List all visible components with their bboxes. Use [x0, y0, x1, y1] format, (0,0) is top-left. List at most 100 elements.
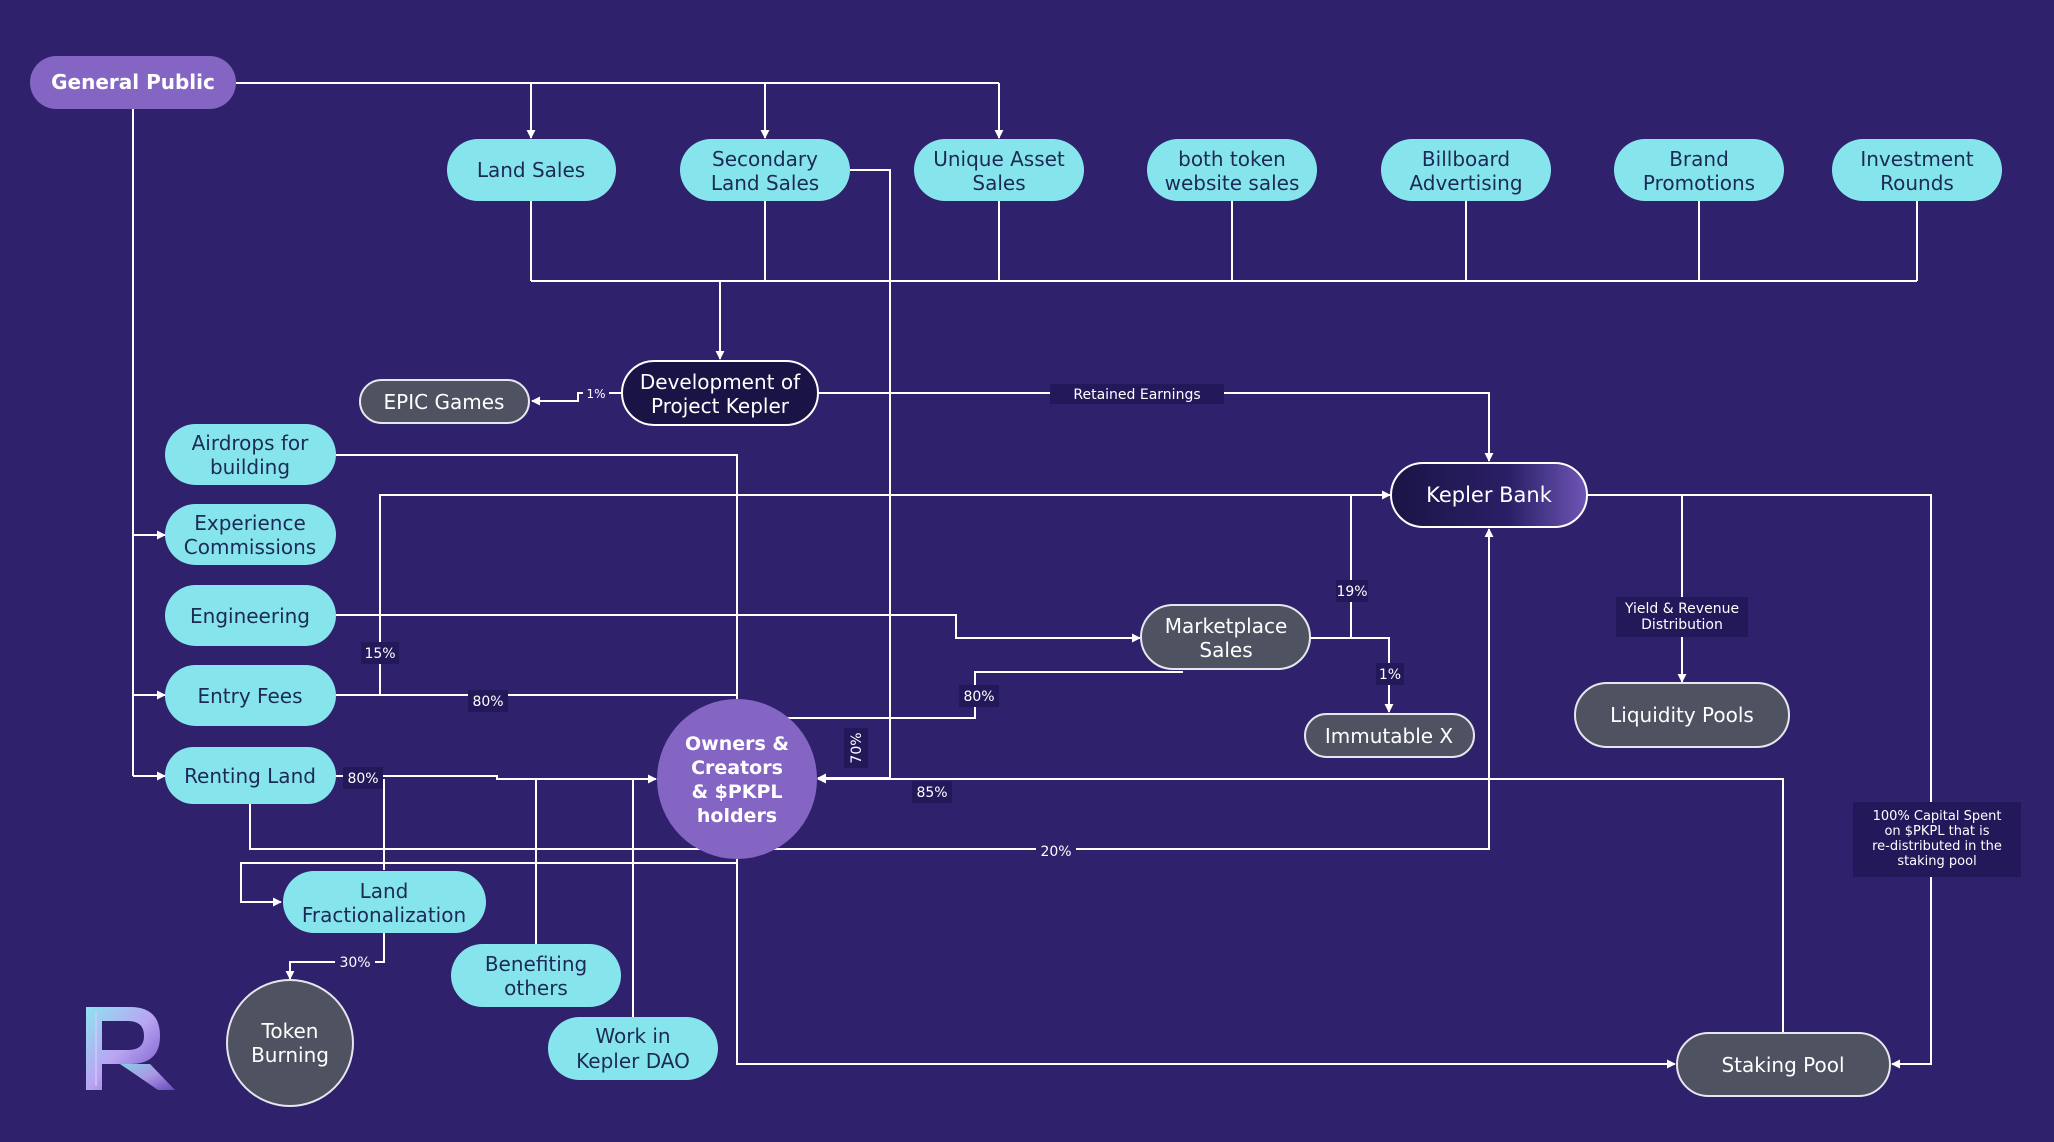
node-land-fractionalization[interactable]: Land Fractionalization [283, 871, 486, 933]
label-yield-revenue: Yield & Revenue Distribution [1616, 597, 1748, 637]
epic-pct-text: 1% [586, 387, 605, 401]
edge-marketplace-bank [1310, 495, 1352, 639]
label-burning-30: 30% [335, 951, 375, 973]
nodes: General Public Land Sales Secondary Land… [30, 56, 2002, 1107]
engineering-label: Engineering [190, 604, 310, 628]
yield-revenue-line-1: Yield & Revenue [1624, 601, 1739, 617]
edge-staking-owners [817, 774, 1784, 1033]
token-burning-line-2: Burning [251, 1043, 329, 1067]
brand-promotions-line-2: Promotions [1643, 171, 1755, 195]
secondary-70-text: 70% [849, 732, 865, 763]
edge-owners-staking [736, 849, 1676, 1069]
capital-spent-line-4: staking pool [1897, 854, 1976, 869]
node-billboard-advertising[interactable]: Billboard Advertising [1381, 139, 1551, 201]
node-owners-creators[interactable]: Owners & Creators & $PKPL holders [657, 699, 817, 859]
node-renting-land[interactable]: Renting Land [165, 747, 336, 804]
pr-logo [86, 1007, 175, 1090]
investment-rounds-line-2: Rounds [1880, 171, 1954, 195]
renting-20-text: 20% [1040, 844, 1071, 860]
edge-engineering-marketplace [336, 614, 1141, 643]
experience-commissions-line-2: Commissions [184, 535, 316, 559]
entry-15-text: 15% [364, 646, 395, 662]
token-website-sales-line-1: both token [1178, 147, 1286, 171]
label-market-80: 80% [959, 685, 999, 707]
node-benefiting-others[interactable]: Benefiting others [451, 944, 621, 1007]
node-airdrops-building[interactable]: Airdrops for building [165, 424, 336, 485]
edge-labels: 1% Retained Earnings 19% Yield & Revenue… [335, 384, 2021, 973]
node-engineering[interactable]: Engineering [165, 585, 336, 646]
benefiting-others-line-2: others [504, 976, 568, 1000]
edge-secondary-owners [817, 169, 891, 783]
owners-creators-line-3: & $PKPL [691, 781, 782, 803]
node-secondary-land-sales[interactable]: Secondary Land Sales [680, 139, 850, 201]
node-development-kepler[interactable]: Development of Project Kepler [621, 360, 819, 426]
edge-bank-liquidity [1587, 494, 1687, 683]
node-entry-fees[interactable]: Entry Fees [165, 665, 336, 726]
capital-spent-line-3: re-distributed in the [1872, 839, 2002, 854]
token-website-sales-line-2: website sales [1165, 171, 1300, 195]
capital-spent-line-2: on $PKPL that is [1884, 824, 1989, 839]
brand-promotions-line-1: Brand [1669, 147, 1729, 171]
node-unique-asset-sales[interactable]: Unique Asset Sales [914, 139, 1084, 201]
liquidity-pools-label: Liquidity Pools [1610, 703, 1754, 727]
label-staking-85: 85% [912, 781, 952, 803]
airdrops-building-line-2: building [210, 455, 290, 479]
node-token-website-sales[interactable]: both token website sales [1147, 139, 1317, 201]
label-capital-spent: 100% Capital Spent on $PKPL that is re-d… [1853, 802, 2021, 877]
retained-earnings-text: Retained Earnings [1073, 387, 1200, 403]
node-epic-games[interactable]: EPIC Games [359, 379, 530, 424]
epic-games-label: EPIC Games [384, 390, 505, 414]
owners-creators-line-1: Owners & [685, 733, 789, 755]
node-general-public[interactable]: General Public [30, 56, 236, 109]
work-kepler-dao-line-2: Kepler DAO [576, 1049, 690, 1073]
unique-asset-sales-line-2: Sales [972, 171, 1025, 195]
marketplace-sales-line-1: Marketplace [1165, 614, 1288, 638]
entry-fees-label: Entry Fees [197, 684, 302, 708]
market-80-text: 80% [963, 689, 994, 705]
node-investment-rounds[interactable]: Investment Rounds [1832, 139, 2002, 201]
node-staking-pool[interactable]: Staking Pool [1676, 1032, 1891, 1097]
renting-land-label: Renting Land [184, 764, 316, 788]
owners-creators-line-4: holders [697, 805, 777, 827]
node-marketplace-sales[interactable]: Marketplace Sales [1140, 604, 1311, 670]
node-land-sales[interactable]: Land Sales [447, 139, 616, 201]
investment-rounds-line-1: Investment [1860, 147, 1973, 171]
bank-19-text: 19% [1336, 584, 1367, 600]
node-work-kepler-dao[interactable]: Work in Kepler DAO [548, 1017, 718, 1080]
staking-pool-label: Staking Pool [1721, 1053, 1844, 1077]
land-fractionalization-line-1: Land [360, 879, 409, 903]
development-kepler-line-1: Development of [640, 370, 801, 394]
node-token-burning[interactable]: Token Burning [226, 979, 354, 1107]
benefiting-others-line-1: Benefiting [485, 952, 587, 976]
edge-airdrops-owners [336, 454, 742, 721]
capital-spent-line-1: 100% Capital Spent [1873, 809, 2002, 824]
yield-revenue-line-2: Distribution [1641, 617, 1723, 633]
node-immutable-x[interactable]: Immutable X [1304, 713, 1475, 758]
edge-bank-staking [1682, 494, 1932, 1069]
label-entry-80: 80% [468, 690, 508, 712]
label-retained-earnings: Retained Earnings [1050, 384, 1224, 404]
edge-renting-bank [249, 528, 1494, 850]
secondary-land-sales-line-2: Land Sales [711, 171, 819, 195]
token-burning-line-1: Token [261, 1019, 319, 1043]
label-renting-20: 20% [1036, 840, 1076, 862]
node-experience-commissions[interactable]: Experience Commissions [165, 504, 336, 565]
label-epic-pct: 1% [583, 384, 609, 402]
node-brand-promotions[interactable]: Brand Promotions [1614, 139, 1784, 201]
secondary-land-sales-line-1: Secondary [712, 147, 818, 171]
staking-85-text: 85% [916, 785, 947, 801]
airdrops-building-line-1: Airdrops for [192, 431, 310, 455]
immutable-x-label: Immutable X [1325, 724, 1454, 748]
label-entry-15: 15% [361, 642, 399, 664]
immutable-1-text: 1% [1379, 667, 1401, 683]
node-kepler-bank[interactable]: Kepler Bank [1390, 462, 1588, 528]
unique-asset-sales-line-1: Unique Asset [933, 147, 1065, 171]
renting-80-text: 80% [347, 771, 378, 787]
general-public-label: General Public [51, 70, 215, 94]
edge-development-bank [818, 392, 1494, 462]
label-secondary-70: 70% [844, 728, 868, 768]
marketplace-sales-line-2: Sales [1199, 638, 1252, 662]
node-liquidity-pools[interactable]: Liquidity Pools [1574, 682, 1790, 748]
